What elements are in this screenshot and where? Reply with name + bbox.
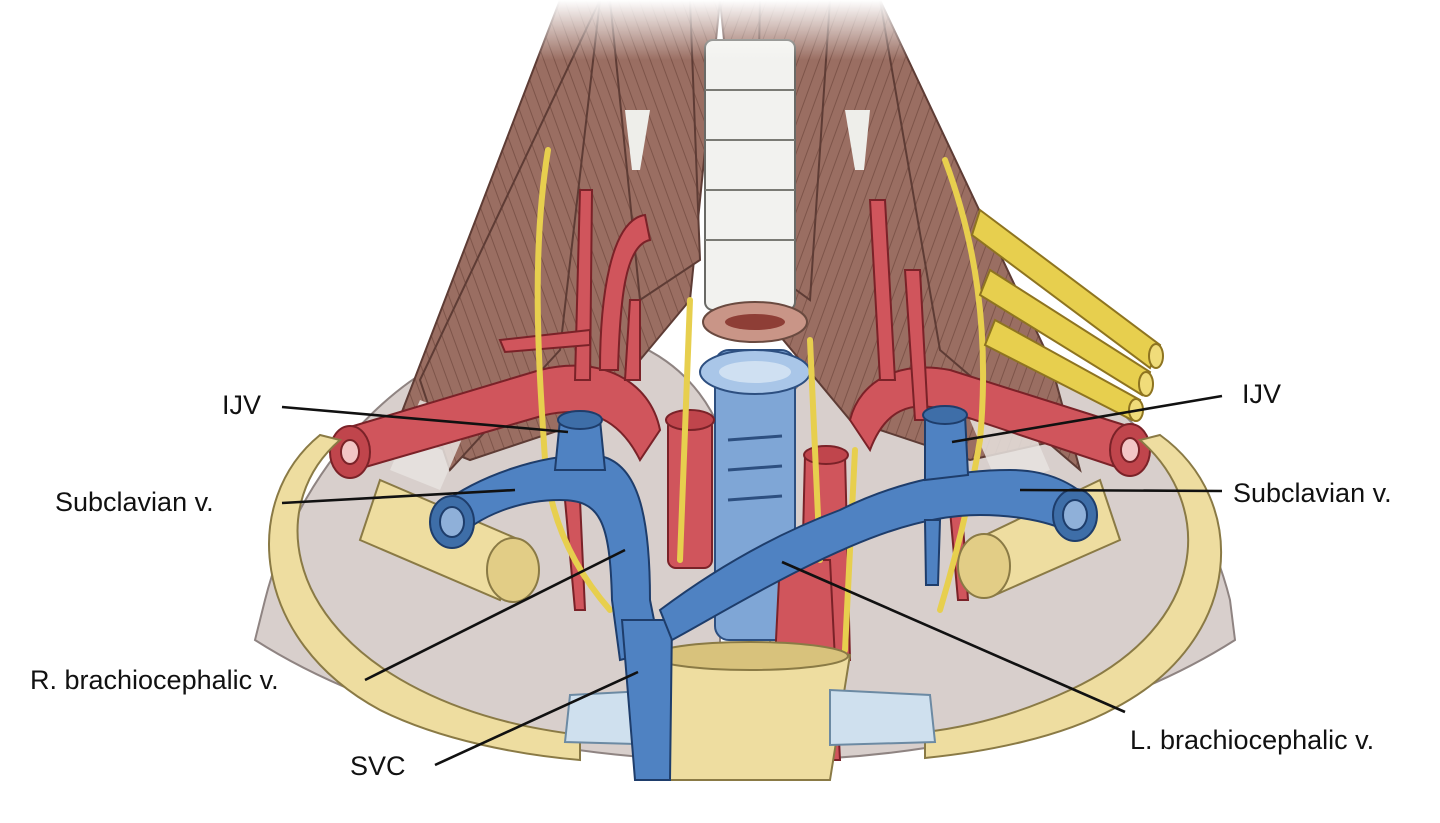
leader-svc <box>434 670 639 767</box>
label-svc: SVC <box>350 751 406 781</box>
leader-ijv-left <box>951 394 1223 444</box>
leader-ijv-right <box>281 405 569 434</box>
leader-subclavian-right <box>281 488 516 505</box>
label-subclavian-right: Subclavian v. <box>55 487 214 517</box>
leader-r-brachiocephalic <box>364 548 626 682</box>
label-l-brachiocephalic: L. brachiocephalic v. <box>1130 725 1375 755</box>
trachea <box>702 39 808 343</box>
leader-l-brachiocephalic <box>781 560 1126 714</box>
ribs-clavicles <box>268 433 1223 781</box>
leader-lines <box>281 394 1223 767</box>
label-ijv-left: IJV <box>1242 379 1282 409</box>
brachial-plexus <box>970 208 1164 422</box>
label-ijv-right: IJV <box>222 390 262 420</box>
veins <box>429 405 1098 781</box>
label-subclavian-left: Subclavian v. <box>1233 478 1392 508</box>
leader-subclavian-left <box>1019 488 1223 493</box>
nerves <box>534 147 987 653</box>
label-r-brachiocephalic: R. brachiocephalic v. <box>30 665 279 695</box>
